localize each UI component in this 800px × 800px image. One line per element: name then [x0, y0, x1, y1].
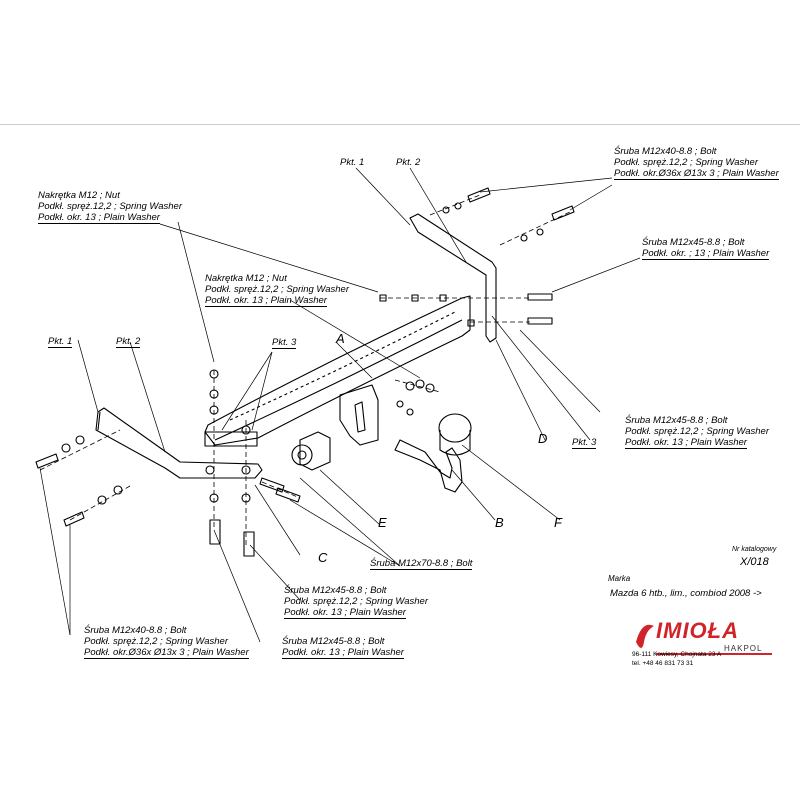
label-nut-mid-2: Podkł. spręż.12,2 ; Spring Washer	[205, 284, 349, 295]
label-bottom-left-bolt-2: Podkł. spręż.12,2 ; Spring Washer	[84, 636, 228, 647]
label-right-bolt-lower-1: Śruba M12x45-8.8 ; Bolt	[625, 415, 728, 426]
catalog-nr-label: Nr katalogowy	[732, 546, 777, 553]
label-f: F	[554, 515, 562, 530]
label-nut-top-2: Podkł. spręż.12,2 ; Spring Washer	[38, 201, 182, 212]
brand-name: IMIOŁA	[656, 618, 739, 643]
tow-hook-b	[394, 439, 463, 493]
catalog-marka-label: Marka	[608, 574, 631, 583]
label-top-right-bolt-2: Podkł. spręż.12,2 ; Spring Washer	[614, 157, 758, 168]
label-nut-top-1: Nakrętka M12 ; Nut	[38, 190, 120, 201]
label-pkt1-top: Pkt. 1	[340, 157, 365, 168]
tow-ball-f	[438, 413, 472, 443]
label-c: C	[318, 550, 328, 565]
label-bottom-mid-bolt-a-2: Podkł. spręż.12,2 ; Spring Washer	[284, 596, 428, 607]
label-bottom-mid-bolt-a-3: Podkł. okr. 13 ; Plain Washer	[284, 607, 406, 619]
label-bottom-left-bolt-3: Podkł. okr.Ø36x Ø13x 3 ; Plain Washer	[84, 647, 249, 659]
catalog-model: Mazda 6 htb., lim., combi	[610, 588, 716, 599]
catalog-nr-value: X/018	[740, 556, 769, 568]
electric-socket	[299, 431, 331, 471]
label-nut-mid-3: Podkł. okr. 13 ; Plain Washer	[205, 295, 327, 307]
label-bottom-mid-bolt-b-2: Podkł. okr. 13 ; Plain Washer	[282, 647, 404, 659]
brand-address: 96-111 Kowiesy, Chojnata 23 A	[632, 651, 722, 658]
brand-tel: tel. +48 46 831 73 31	[632, 660, 694, 667]
label-mid-right-bolt-1: Śruba M12x45-8.8 ; Bolt	[642, 237, 745, 248]
crossbar-a	[204, 295, 471, 446]
bracket-d	[409, 213, 497, 343]
label-right-bolt-lower-3: Podkł. okr. 13 ; Plain Washer	[625, 437, 747, 449]
socket-plate-e	[339, 384, 379, 446]
label-pkt3-left: Pkt. 3	[272, 337, 297, 349]
label-bottom-left-bolt-1: Śruba M12x40-8.8 ; Bolt	[84, 625, 187, 636]
bracket-c	[95, 407, 263, 479]
label-nut-mid-1: Nakrętka M12 ; Nut	[205, 273, 287, 284]
brand-sub: HAKPOL	[724, 644, 763, 653]
label-d: D	[538, 431, 548, 446]
catalog-year: od 2008 ->	[716, 588, 762, 599]
label-bolt-m12x70: Śruba M12x70-8.8 ; Bolt	[370, 558, 473, 570]
label-pkt2-top: Pkt. 2	[396, 157, 421, 168]
label-right-bolt-lower-2: Podkł. spręż.12,2 ; Spring Washer	[625, 426, 769, 437]
label-a: A	[336, 331, 345, 346]
label-pkt2-left: Pkt. 2	[116, 336, 141, 348]
label-bottom-mid-bolt-b-1: Śruba M12x45-8.8 ; Bolt	[282, 636, 385, 647]
top-divider	[0, 124, 800, 125]
label-nut-top-3: Podkł. okr. 13 ; Plain Washer	[38, 212, 160, 224]
label-top-right-bolt-3: Podkł. okr.Ø36x Ø13x 3 ; Plain Washer	[614, 168, 779, 180]
label-b: B	[495, 515, 504, 530]
label-bottom-mid-bolt-a-1: Śruba M12x45-8.8 ; Bolt	[284, 585, 387, 596]
label-pkt3-right: Pkt. 3	[572, 437, 597, 449]
brand-logo-icon	[636, 624, 772, 655]
label-top-right-bolt-1: Śruba M12x40-8.8 ; Bolt	[614, 146, 717, 157]
label-pkt1-left: Pkt. 1	[48, 336, 73, 348]
label-mid-right-bolt-2: Podkł. okr. ; 13 ; Plain Washer	[642, 248, 770, 260]
label-e: E	[378, 515, 387, 530]
